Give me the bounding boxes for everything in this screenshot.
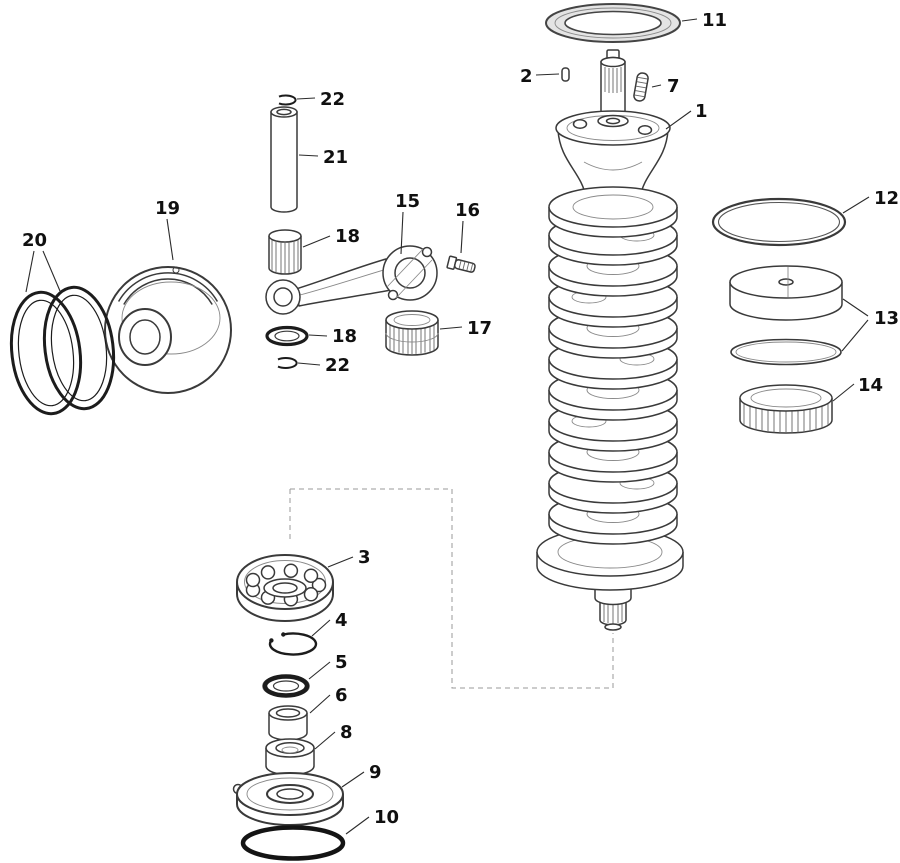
leader-lines: [25, 18, 870, 835]
part-label-21: 21: [323, 147, 348, 168]
part-19-piston: [104, 266, 232, 394]
part-22-circlip-upper: [278, 94, 297, 106]
part-16-screw: [446, 255, 476, 273]
part-11-seal-ring: [545, 3, 681, 43]
part-label-18-upper: 18: [335, 226, 360, 247]
part-18-thrust-washer: [265, 325, 309, 347]
part-label-17: 17: [467, 318, 492, 339]
part-1-crankshaft: [536, 49, 684, 631]
part-9-seal-housing: [232, 772, 344, 826]
part-label-19: 19: [155, 198, 180, 219]
part-13-ring: [730, 338, 842, 366]
part-label-18-lower: 18: [332, 326, 357, 347]
part-22-circlip-lower: [277, 357, 298, 369]
part-label-20: 20: [22, 230, 47, 251]
part-label-22-lower: 22: [325, 355, 350, 376]
part-7-dowel-pin: [633, 72, 649, 102]
part-6-sleeve: [268, 705, 308, 741]
part-label-11: 11: [702, 10, 727, 31]
part-15-connecting-rod: [265, 245, 438, 315]
part-label-14: 14: [858, 375, 883, 396]
part-20-piston-rings: [9, 285, 116, 416]
part-18-needle-bearing: [268, 229, 302, 275]
part-label-8: 8: [340, 722, 353, 743]
part-label-2: 2: [520, 66, 533, 87]
part-label-12: 12: [874, 188, 899, 209]
part-label-9: 9: [369, 762, 382, 783]
part-2-pin: [561, 67, 570, 82]
part-4-retaining-ring: [268, 632, 318, 656]
part-label-1: 1: [695, 101, 708, 122]
part-12-retaining-ring: [711, 197, 847, 247]
part-8-bearing: [265, 738, 315, 776]
part-label-22-upper: 22: [320, 89, 345, 110]
part-label-3: 3: [358, 547, 371, 568]
part-label-6: 6: [335, 685, 348, 706]
part-14-roller-bearing: [739, 384, 833, 434]
part-label-10: 10: [374, 807, 399, 828]
part-5-seal: [262, 674, 310, 698]
part-17-roller-bearing: [385, 310, 439, 356]
part-label-5: 5: [335, 652, 348, 673]
part-13-sleeve: [729, 265, 843, 321]
part-labels: 11 2 7 1 12 13 14 19 20 22 21 15 16 18 1…: [22, 10, 899, 828]
part-21-wrist-pin: [270, 106, 298, 213]
part-label-7: 7: [667, 76, 680, 97]
part-label-4: 4: [335, 610, 348, 631]
part-label-13: 13: [874, 308, 899, 329]
part-3-ball-bearing: [236, 554, 334, 622]
part-label-16: 16: [455, 200, 480, 221]
part-label-15: 15: [395, 191, 420, 212]
part-10-o-ring: [240, 825, 346, 861]
dashed-reference-lines: [289, 488, 614, 689]
